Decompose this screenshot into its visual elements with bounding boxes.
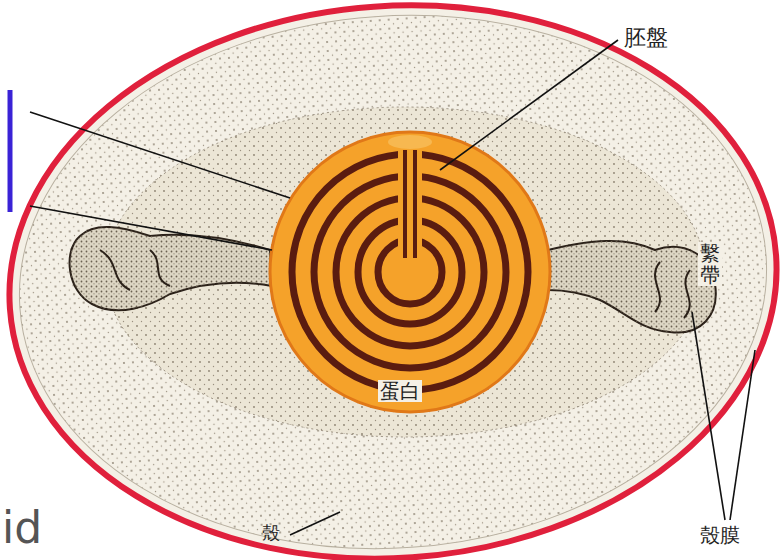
part-label: 蛋白 — [378, 380, 422, 402]
cut-off-text: id — [2, 504, 42, 552]
part-label: 殼膜 — [700, 524, 740, 546]
part-label: 殼 — [262, 523, 280, 543]
part-label: 胚盤 — [624, 26, 668, 50]
part-label: 繫帶 — [698, 242, 722, 286]
